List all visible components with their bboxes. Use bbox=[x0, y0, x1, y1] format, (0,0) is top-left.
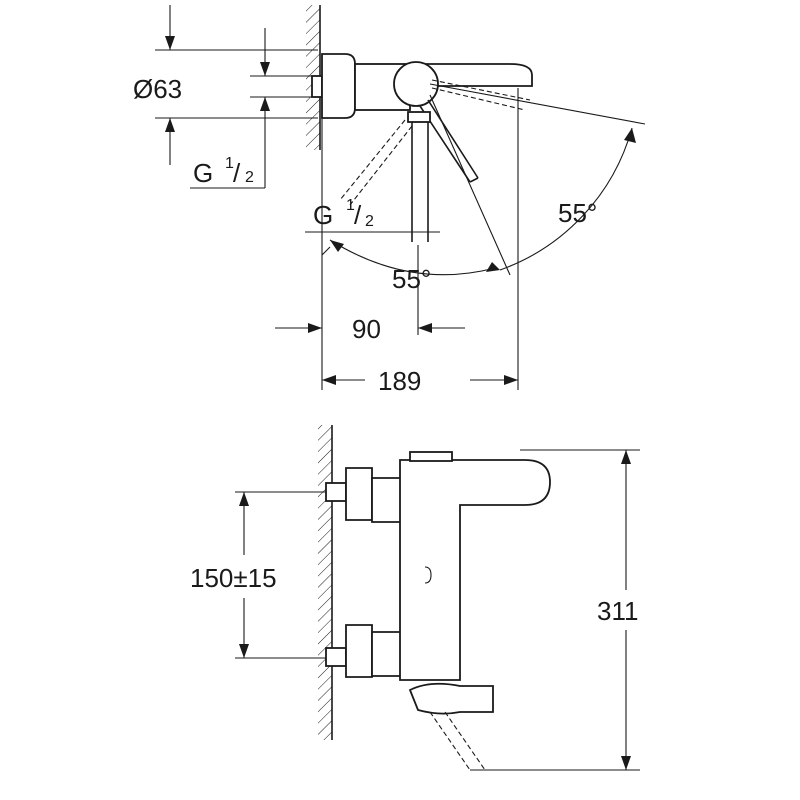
width-dimensions: 90 189 bbox=[275, 245, 519, 396]
diameter-label: Ø63 bbox=[133, 74, 182, 104]
dim-189-label: 189 bbox=[378, 366, 421, 396]
fraction-slash: / bbox=[354, 200, 362, 230]
thread-label-den: 2 bbox=[365, 213, 374, 230]
height-dimension: 311 bbox=[597, 450, 638, 770]
fraction-slash: / bbox=[233, 158, 241, 188]
thread-label-main: G bbox=[193, 158, 213, 188]
wall-hatch-front bbox=[318, 425, 332, 740]
faucet-top bbox=[311, 53, 646, 390]
centers-dimension: 150±15 bbox=[190, 491, 326, 659]
front-view: 311 150±15 bbox=[190, 425, 640, 771]
dim-150-label: 150±15 bbox=[190, 563, 277, 593]
angle-dimensions: 55° 55° bbox=[329, 127, 636, 294]
faucet-front bbox=[325, 449, 640, 771]
thread-label-den: 2 bbox=[245, 169, 254, 186]
thread-label-num: 1 bbox=[225, 155, 234, 172]
top-view: Ø63 G 1 / 2 bbox=[133, 5, 646, 396]
angle-label-right: 55° bbox=[558, 198, 597, 228]
diameter-dimension: Ø63 bbox=[133, 5, 318, 165]
angle-label-bottom: 55° bbox=[392, 264, 431, 294]
thread-dimension-center: G 1 / 2 bbox=[305, 197, 440, 233]
dim-311-label: 311 bbox=[597, 596, 638, 626]
thread-dimension-left: G 1 / 2 bbox=[190, 28, 318, 189]
dim-90-label: 90 bbox=[352, 314, 381, 344]
thread-label-num: 1 bbox=[346, 197, 355, 214]
thread-label-main: G bbox=[313, 200, 333, 230]
